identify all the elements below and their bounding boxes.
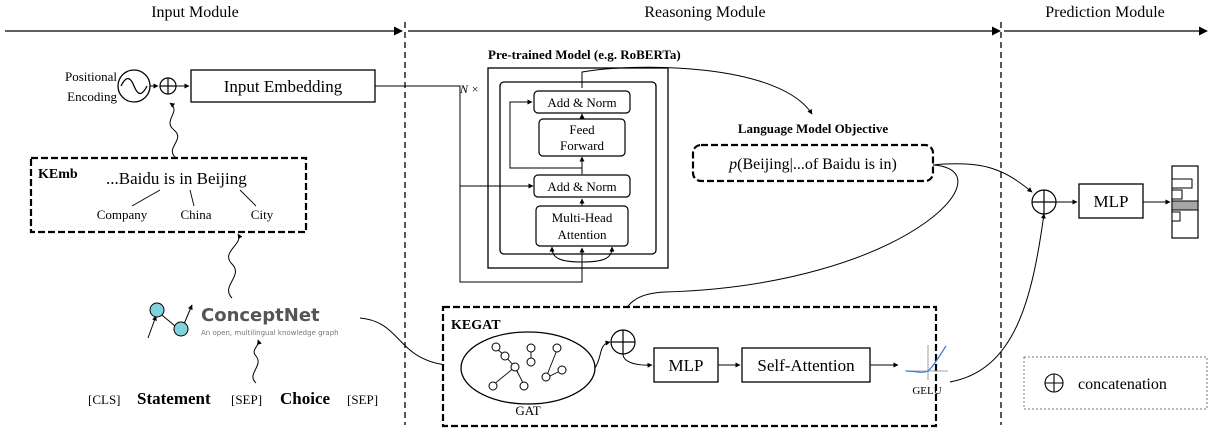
self-attention-label: Self-Attention xyxy=(757,356,855,375)
prediction-module-title: Prediction Module xyxy=(1045,4,1165,21)
gat-node xyxy=(557,365,567,375)
reasoning-module-title: Reasoning Module xyxy=(644,4,765,21)
conceptnet-to-gat-arrow xyxy=(359,317,461,369)
input-embedding-label: Input Embedding xyxy=(224,77,343,96)
gat-node xyxy=(491,342,501,352)
conceptnet-subtitle: An open, multilingual knowledge graph xyxy=(201,329,339,337)
gat-node xyxy=(500,351,510,361)
output-bar-1 xyxy=(1171,178,1193,189)
link-china xyxy=(189,189,195,207)
kegat-concat-icon xyxy=(610,329,636,355)
output-distribution-icon xyxy=(1171,165,1199,239)
seq-sep-2: [SEP] xyxy=(347,392,378,407)
add-norm-bottom-box: Add & Norm xyxy=(533,174,631,198)
prediction-mlp-box: MLP xyxy=(1078,183,1144,219)
pretrained-to-lm-objective-arrow xyxy=(581,66,813,115)
entity-city: City xyxy=(251,207,274,222)
add-norm-bottom-label: Add & Norm xyxy=(547,179,616,194)
kegat-label: KEGAT xyxy=(451,318,501,333)
entity-company: Company xyxy=(97,207,148,222)
lm-objective-formula: p(Beijing|...of Baidu is in) xyxy=(728,156,897,173)
pretrained-model-title: Pre-trained Model (e.g. RoBERTa) xyxy=(488,47,681,62)
add-norm-top-box: Add & Norm xyxy=(533,90,631,114)
kegat-mlp-label: MLP xyxy=(669,356,704,375)
gat-node xyxy=(526,343,536,353)
legend: concatenation xyxy=(1023,356,1208,410)
lm-to-kegat-concat-arrow xyxy=(620,164,959,321)
kemb-label: KEmb xyxy=(38,167,78,182)
gelu-label: GELU xyxy=(912,385,941,397)
conceptnet-node-1 xyxy=(149,302,165,318)
feed-forward-label-1: Feed xyxy=(569,122,595,137)
add-norm-top-label: Add & Norm xyxy=(547,95,616,110)
positional-encoding: Positional Encoding xyxy=(65,69,151,104)
sine-wave-curve xyxy=(120,77,148,95)
input-concat-icon xyxy=(159,77,177,95)
input-sequence: [CLS] Statement [SEP] Choice [SEP] xyxy=(88,389,378,408)
feed-forward-box: Feed Forward xyxy=(538,118,626,157)
feed-forward-label-2: Forward xyxy=(560,138,605,153)
conceptnet-to-kemb-squiggle xyxy=(228,233,243,299)
output-bar-4 xyxy=(1171,211,1181,222)
repeat-label: N × xyxy=(459,82,479,96)
gelu-to-final-concat-arrow xyxy=(949,213,1046,383)
positional-encoding-label-1: Positional xyxy=(65,69,117,84)
gat-node xyxy=(552,343,562,353)
kegat-mlp-box: MLP xyxy=(653,347,719,383)
conceptnet-logo: ConceptNet An open, multilingual knowled… xyxy=(147,302,339,339)
gelu-icon: GELU xyxy=(905,345,948,397)
lm-formula-rest: (Beijing|...of Baidu is in) xyxy=(737,156,897,173)
output-bar-3 xyxy=(1171,200,1199,211)
residual-skip-top xyxy=(509,99,582,169)
self-attention-box: Self-Attention xyxy=(741,347,871,383)
kemb-box: KEmb ...Baidu is in Beijing Company Chin… xyxy=(29,156,308,234)
gat-node xyxy=(488,381,498,391)
lm-objective-title: Language Model Objective xyxy=(738,121,888,136)
gat-node xyxy=(519,381,529,391)
legend-label: concatenation xyxy=(1078,376,1167,393)
link-city xyxy=(239,189,257,207)
embedding-to-transformer-flow xyxy=(375,85,534,189)
seq-cls: [CLS] xyxy=(88,392,121,407)
lm-to-final-concat-arrow xyxy=(932,163,1033,193)
conceptnet-title: ConceptNet xyxy=(201,305,320,326)
gat-to-concat-arrow xyxy=(594,340,611,369)
link-company xyxy=(131,189,161,207)
output-bar-2 xyxy=(1171,189,1183,200)
gat-label: GAT xyxy=(515,403,540,418)
multi-head-attention-box: Multi-Head Attention xyxy=(535,205,629,247)
seq-statement: Statement xyxy=(137,389,211,408)
seq-sep-1: [SEP] xyxy=(231,392,262,407)
lm-formula-p: p xyxy=(728,156,737,173)
entity-china: China xyxy=(180,207,211,222)
legend-concat-icon xyxy=(1044,373,1064,393)
kemb-sentence: ...Baidu is in Beijing xyxy=(106,169,247,188)
mha-label-2: Attention xyxy=(557,227,607,242)
positional-encoding-label-2: Encoding xyxy=(67,89,117,104)
gat-node xyxy=(526,357,536,367)
gat-graph: GAT xyxy=(460,331,596,418)
embedding-residual-flow xyxy=(459,186,585,283)
gat-node xyxy=(510,362,520,372)
prediction-mlp-label: MLP xyxy=(1094,192,1129,211)
gat-node xyxy=(541,372,551,382)
final-concat-icon xyxy=(1031,189,1057,215)
conceptnet-node-2 xyxy=(173,321,189,337)
concat-to-mlp-arrow xyxy=(622,353,653,368)
input-module-title: Input Module xyxy=(151,4,239,21)
seq-choice: Choice xyxy=(280,389,331,408)
mha-label-1: Multi-Head xyxy=(552,210,613,225)
kemb-to-plus-squiggle xyxy=(169,102,179,159)
lm-objective-box xyxy=(691,143,935,183)
input-embedding-box: Input Embedding xyxy=(190,69,376,103)
module-headers: Input Module Reasoning Module Prediction… xyxy=(5,4,1208,36)
sequence-to-conceptnet-squiggle xyxy=(252,339,262,384)
